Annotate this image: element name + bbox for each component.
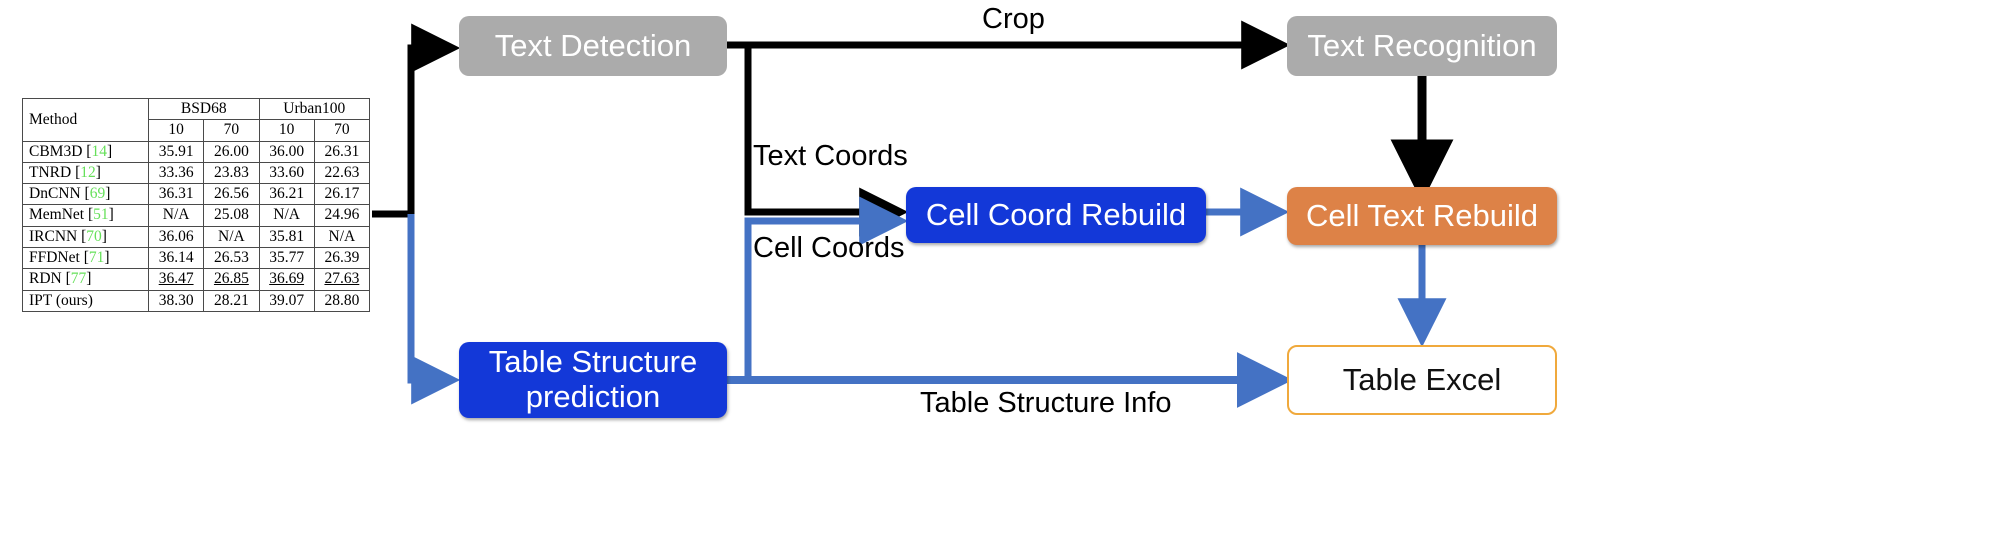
- table-subheader-bsd68-10: 10: [147, 119, 205, 142]
- edge-label-cell-coords: Cell Coords: [753, 232, 905, 264]
- node-cell-text-rebuild-label: Cell Text Rebuild: [1305, 197, 1539, 233]
- table-row: CBM3D [14] 35.91 26.00 36.00 26.31: [22, 140, 371, 163]
- table-cell-value: 26.53: [203, 246, 260, 270]
- table-cell-value: N/A: [147, 204, 205, 227]
- table-cell-value: 36.14: [147, 246, 205, 270]
- node-cell-text-rebuild[interactable]: Cell Text Rebuild: [1287, 187, 1557, 245]
- node-table-structure-prediction[interactable]: Table Structure prediction: [459, 342, 727, 418]
- node-table-excel[interactable]: Table Excel: [1287, 345, 1557, 415]
- table-cell-value: 26.00: [203, 140, 260, 163]
- table-header-group-row: Method BSD68 Urban100: [22, 97, 370, 142]
- table-cell-value: 39.07: [258, 289, 315, 312]
- node-text-recognition-label: Text Recognition: [1307, 27, 1537, 63]
- table-cell-value: 38.30: [147, 289, 205, 312]
- table-cell-value: 26.39: [313, 246, 371, 270]
- edge-split-to-text-detection: [407, 23, 461, 214]
- node-table-structure-prediction-label-line2: prediction: [525, 379, 661, 414]
- table-cell-method: RDN [77]: [22, 268, 149, 291]
- table-cell-value: N/A: [203, 225, 260, 248]
- table-cell-value: 35.81: [258, 225, 315, 248]
- table-cell-method: DnCNN [69]: [22, 183, 149, 206]
- table-row: IPT (ours) 38.30 28.21 39.07 28.80: [22, 289, 371, 312]
- table-header-sub-row: 10 70 10 70: [23, 119, 371, 142]
- table-row: MemNet [51] N/A 25.08 N/A 24.96: [22, 204, 371, 227]
- node-cell-coord-rebuild[interactable]: Cell Coord Rebuild: [906, 187, 1206, 243]
- table-cell-value: 24.96: [313, 204, 371, 227]
- edge-label-crop: Crop: [982, 3, 1045, 35]
- node-cell-coord-rebuild-label: Cell Coord Rebuild: [925, 196, 1187, 232]
- table-subheader-urban100-70: 70: [313, 119, 371, 142]
- edge-split-to-table-structure: [407, 214, 461, 405]
- node-table-structure-prediction-label-line1: Table Structure: [488, 344, 698, 380]
- table-row: RDN [77] 36.47 26.85 36.69 27.63: [22, 268, 371, 291]
- table-cell-value: 35.77: [258, 246, 315, 270]
- table-subheader-urban100-10: 10: [258, 119, 315, 142]
- table-cell-method: FFDNet [71]: [22, 246, 149, 270]
- edge-label-text-coords: Text Coords: [753, 140, 908, 172]
- table-cell-value: 26.31: [313, 140, 371, 163]
- benchmark-table: Method BSD68 Urban100 10 70 10 70 CBM3D …: [22, 97, 371, 312]
- edge-text-coords-to-cell-coord-rebuild: [744, 45, 909, 237]
- table-cell-value: 22.63: [313, 161, 371, 185]
- table-cell-value: 25.08: [203, 204, 260, 227]
- table-cell-value: N/A: [258, 204, 315, 227]
- table-cell-method: MemNet [51]: [22, 204, 149, 227]
- node-text-detection[interactable]: Text Detection: [459, 16, 727, 76]
- table-row: IRCNN [70] 36.06 N/A 35.81 N/A: [22, 225, 371, 248]
- table-header-group-urban100: Urban100: [258, 97, 370, 121]
- table-cell-value: 26.56: [203, 183, 260, 206]
- table-cell-value: 36.31: [147, 183, 205, 206]
- table-cell-method: IRCNN [70]: [22, 225, 149, 248]
- table-cell-value: 27.63: [313, 268, 371, 291]
- table-cell-method: CBM3D [14]: [22, 140, 149, 163]
- table-cell-value: 36.69: [258, 268, 315, 291]
- table-cell-value: N/A: [313, 225, 371, 248]
- table-cell-value: 33.60: [258, 161, 315, 185]
- table-cell-value: 36.00: [258, 140, 315, 163]
- table-row: TNRD [12] 33.36 23.83 33.60 22.63: [22, 161, 371, 185]
- node-text-detection-label: Text Detection: [494, 27, 692, 63]
- table-cell-value: 26.85: [203, 268, 260, 291]
- table-cell-value: 36.21: [258, 183, 315, 206]
- table-cell-value: 36.06: [147, 225, 205, 248]
- table-cell-value: 23.83: [203, 161, 260, 185]
- table-cell-value: 33.36: [147, 161, 205, 185]
- table-cell-value: 35.91: [147, 140, 205, 163]
- table-cell-value: 28.21: [203, 289, 260, 312]
- table-cell-value: 26.17: [313, 183, 371, 206]
- table-row: DnCNN [69] 36.31 26.56 36.21 26.17: [22, 183, 371, 206]
- table-header-method: Method: [22, 98, 149, 142]
- table-header-group-bsd68: BSD68: [148, 97, 260, 121]
- edge-label-table-structure-info: Table Structure Info: [920, 387, 1172, 419]
- node-table-excel-label: Table Excel: [1342, 361, 1502, 397]
- table-cell-method: IPT (ours): [22, 289, 149, 312]
- table-subheader-bsd68-70: 70: [203, 119, 260, 142]
- node-text-recognition[interactable]: Text Recognition: [1287, 16, 1557, 76]
- input-table-image: Method BSD68 Urban100 10 70 10 70 CBM3D …: [22, 97, 371, 312]
- table-cell-method: TNRD [12]: [22, 161, 149, 185]
- table-cell-value: 28.80: [313, 289, 371, 312]
- table-row: FFDNet [71] 36.14 26.53 35.77 26.39: [22, 246, 371, 270]
- table-cell-value: 36.47: [147, 268, 205, 291]
